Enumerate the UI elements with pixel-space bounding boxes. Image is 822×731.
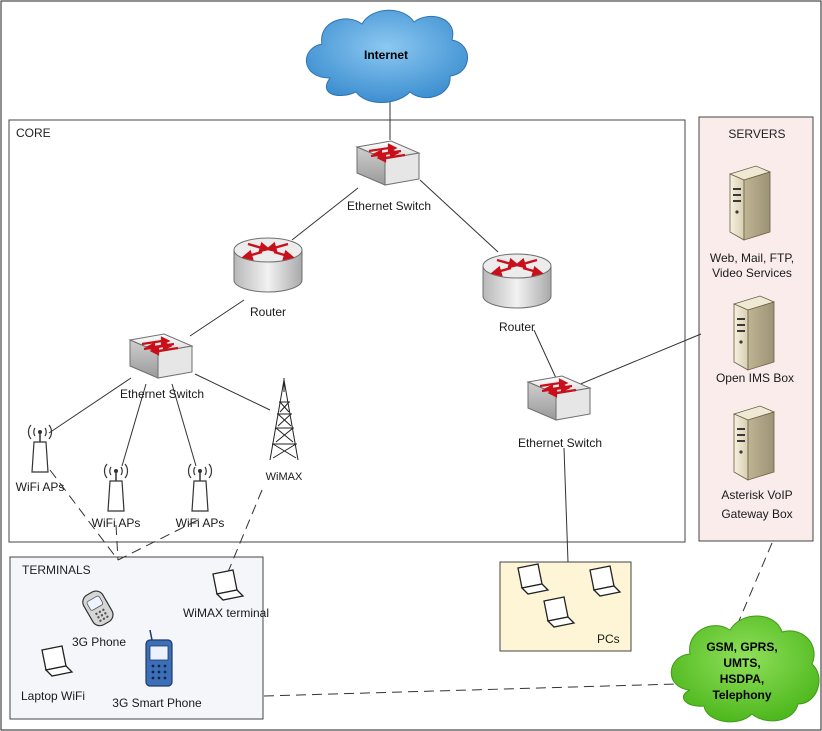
wifi-ap-1: WiFi APs bbox=[16, 424, 65, 494]
gsm-line-2: UMTS, bbox=[723, 656, 760, 670]
internet-label: Internet bbox=[364, 48, 408, 62]
gsm-line-1: GSM, GPRS, bbox=[706, 640, 777, 654]
wifi-ap-1-label: WiFi APs bbox=[16, 480, 65, 494]
wimax-terminal-label: WiMAX terminal bbox=[183, 606, 269, 620]
internet-cloud: Internet bbox=[306, 9, 468, 103]
terminals-label: TERMINALS bbox=[22, 563, 91, 577]
router-left-label: Router bbox=[250, 305, 286, 319]
wifi-ap-2: WiFi APs bbox=[92, 463, 141, 530]
ethernet-switch-right-label: Ethernet Switch bbox=[518, 436, 602, 450]
gsm-cloud: GSM, GPRS, UMTS, HSDPA, Telephony bbox=[670, 615, 820, 723]
wimax-terminal: WiMAX terminal bbox=[183, 569, 269, 620]
router-right: Router bbox=[481, 252, 553, 334]
wifi-ap-3-label: WiFi APs bbox=[176, 516, 225, 530]
router-left: Router bbox=[232, 236, 304, 319]
ethernet-switch-left-label: Ethernet Switch bbox=[120, 387, 204, 401]
solid-links bbox=[48, 100, 702, 563]
server-ims: Open IMS Box bbox=[716, 295, 794, 385]
wimax-tower: WiMAX bbox=[266, 378, 303, 483]
core-label: CORE bbox=[16, 126, 51, 140]
gsm-line-3: HSDPA, bbox=[720, 672, 764, 686]
ethernet-switch-left: Ethernet Switch bbox=[120, 332, 204, 401]
server-asterisk: Asterisk VoIP Gateway Box bbox=[721, 405, 793, 521]
smart-phone-3g-label: 3G Smart Phone bbox=[112, 696, 202, 710]
server-web-label-2: Video Services bbox=[712, 266, 792, 280]
server-asterisk-label-1: Asterisk VoIP bbox=[721, 488, 792, 502]
pcs-label: PCs bbox=[597, 632, 620, 646]
gsm-line-4: Telephony bbox=[712, 688, 771, 702]
server-asterisk-label-2: Gateway Box bbox=[721, 507, 792, 521]
wimax-label: WiMAX bbox=[266, 471, 303, 483]
server-web: Web, Mail, FTP, Video Services bbox=[710, 165, 794, 280]
laptop-wifi-label: Laptop WiFi bbox=[21, 689, 85, 703]
ethernet-switch-top: Ethernet Switch bbox=[347, 139, 431, 213]
core-box bbox=[8, 119, 686, 543]
phone-3g-label: 3G Phone bbox=[72, 635, 126, 649]
wifi-ap-2-label: WiFi APs bbox=[92, 516, 141, 530]
ethernet-switch-right: Ethernet Switch bbox=[518, 374, 602, 450]
servers-label: SERVERS bbox=[728, 127, 785, 141]
ethernet-switch-top-label: Ethernet Switch bbox=[347, 199, 431, 213]
laptop-wifi: Laptop WiFi bbox=[21, 645, 85, 703]
phone-3g: 3G Phone bbox=[72, 590, 126, 649]
router-right-label: Router bbox=[499, 320, 535, 334]
wifi-ap-3: WiFi APs bbox=[176, 463, 225, 530]
smart-phone-3g: 3G Smart Phone bbox=[112, 629, 202, 710]
server-web-label-1: Web, Mail, FTP, bbox=[710, 251, 794, 265]
server-ims-label: Open IMS Box bbox=[716, 371, 794, 385]
